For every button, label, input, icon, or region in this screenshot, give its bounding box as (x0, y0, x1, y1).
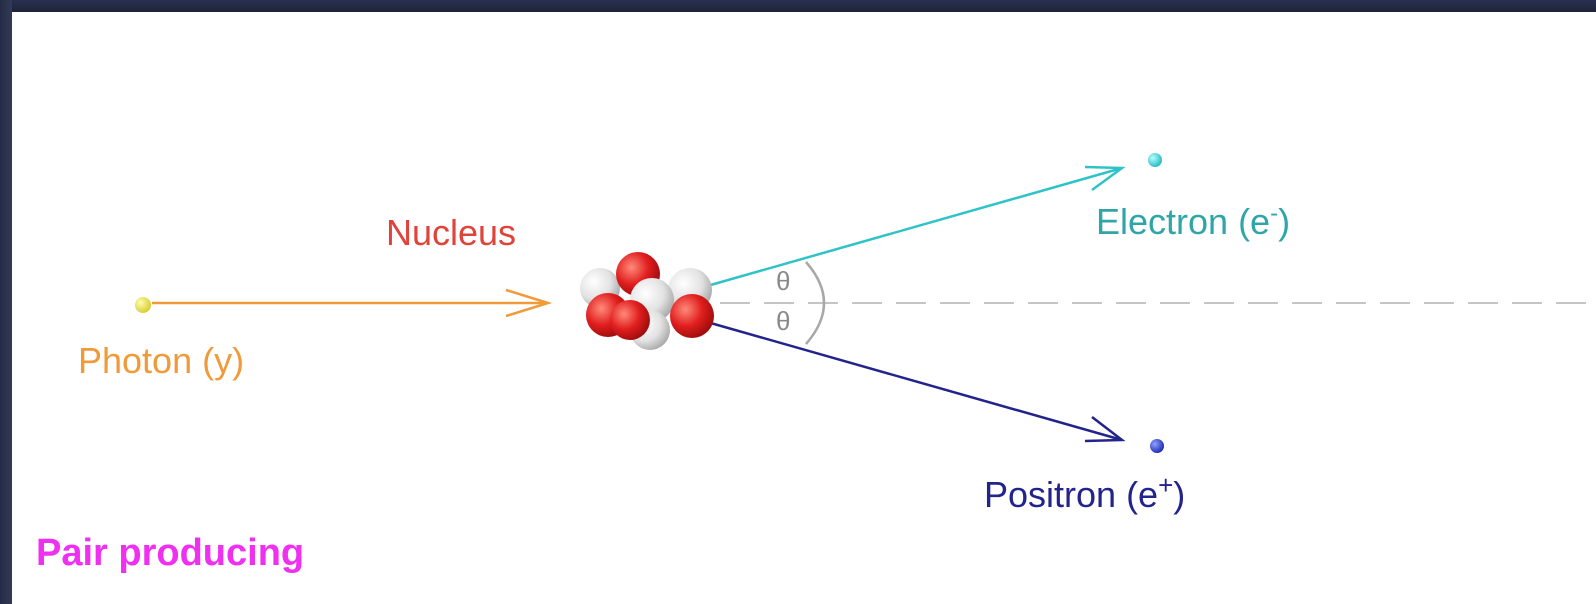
theta-upper-label: θ (776, 266, 791, 296)
positron-label-close: ) (1173, 474, 1186, 515)
positron-arrow (699, 318, 1126, 443)
positron-particle (1150, 439, 1164, 453)
positron-label-text: Positron (e (984, 474, 1159, 515)
slide-caption: Pair producing (36, 532, 305, 574)
photon-label: Photon (y) (78, 340, 245, 381)
slide-frame-top (0, 0, 1596, 12)
nucleus-cluster (580, 252, 714, 350)
nucleus-label: Nucleus (386, 212, 517, 253)
photon-particle (135, 297, 151, 313)
diagram-panel (12, 12, 1596, 604)
electron-charge: - (1270, 200, 1279, 227)
photon-arrow (152, 288, 553, 318)
positron-charge: + (1158, 470, 1174, 500)
electron-label-close: ) (1278, 201, 1291, 242)
electron-arrow (699, 165, 1126, 290)
angle-arc (805, 261, 826, 345)
theta-lower-label: θ (776, 306, 791, 336)
electron-particle (1148, 153, 1162, 167)
electron-label-text: Electron (e (1096, 201, 1271, 242)
electron-label: Electron (e-) (1096, 200, 1290, 243)
positron-label: Positron (e+) (984, 470, 1185, 516)
slide-frame-left (0, 0, 12, 604)
